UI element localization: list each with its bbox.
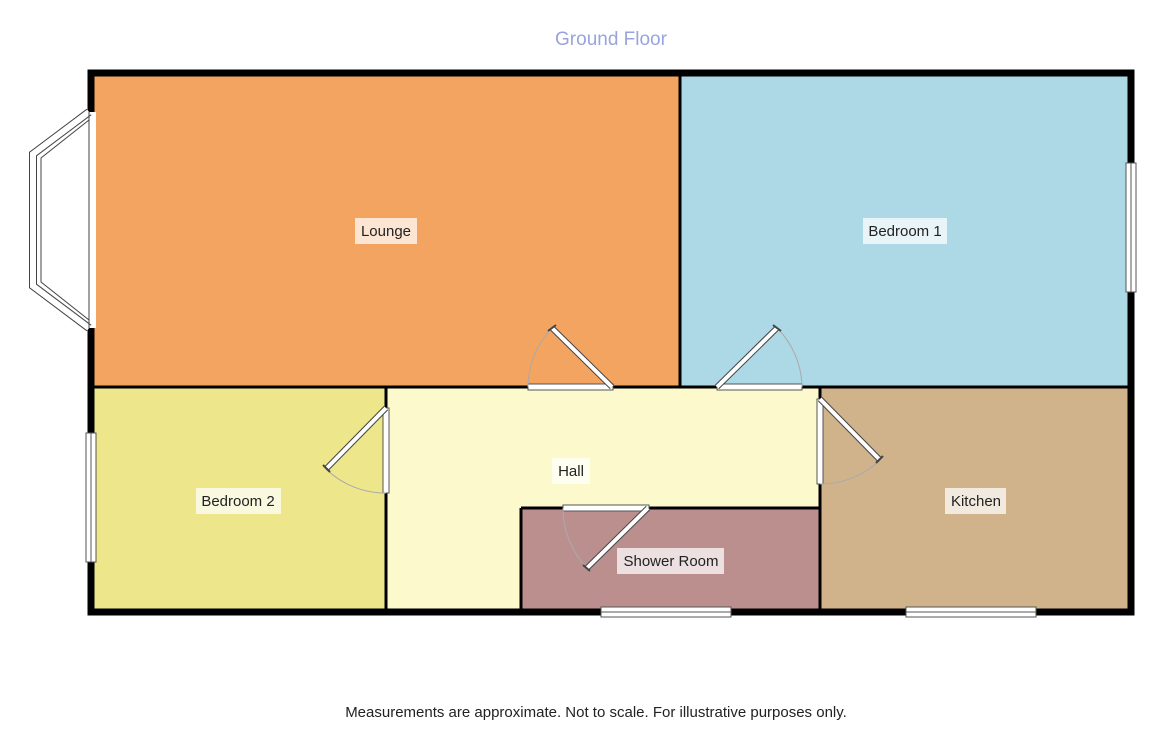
- label-bedroom-1-text: Bedroom 1: [868, 223, 941, 240]
- label-shower-room-text: Shower Room: [623, 553, 718, 570]
- label-lounge: Lounge: [355, 218, 417, 244]
- label-hall: Hall: [552, 458, 590, 484]
- window-shower-room: [600, 606, 732, 618]
- window-kitchen: [905, 606, 1037, 618]
- label-bedroom-2: Bedroom 2: [196, 488, 281, 514]
- label-bedroom-1: Bedroom 1: [863, 218, 947, 244]
- label-bedroom-2-text: Bedroom 2: [201, 493, 274, 510]
- door-shower-room: [562, 504, 651, 572]
- floor-title: Ground Floor: [555, 29, 667, 50]
- label-kitchen: Kitchen: [945, 488, 1006, 514]
- label-lounge-text: Lounge: [361, 223, 411, 240]
- door-lounge: [527, 324, 615, 391]
- door-bedroom-1: [714, 324, 803, 391]
- label-hall-text: Hall: [558, 463, 584, 480]
- bay-window: [29, 108, 96, 332]
- disclaimer: Measurements are approximate. Not to sca…: [345, 704, 847, 721]
- door-kitchen: [816, 396, 884, 485]
- door-bedroom-2: [322, 405, 390, 494]
- window-bedroom-2: [85, 432, 97, 563]
- label-kitchen-text: Kitchen: [951, 493, 1001, 510]
- label-shower-room: Shower Room: [617, 548, 724, 574]
- window-bedroom-1: [1125, 162, 1137, 293]
